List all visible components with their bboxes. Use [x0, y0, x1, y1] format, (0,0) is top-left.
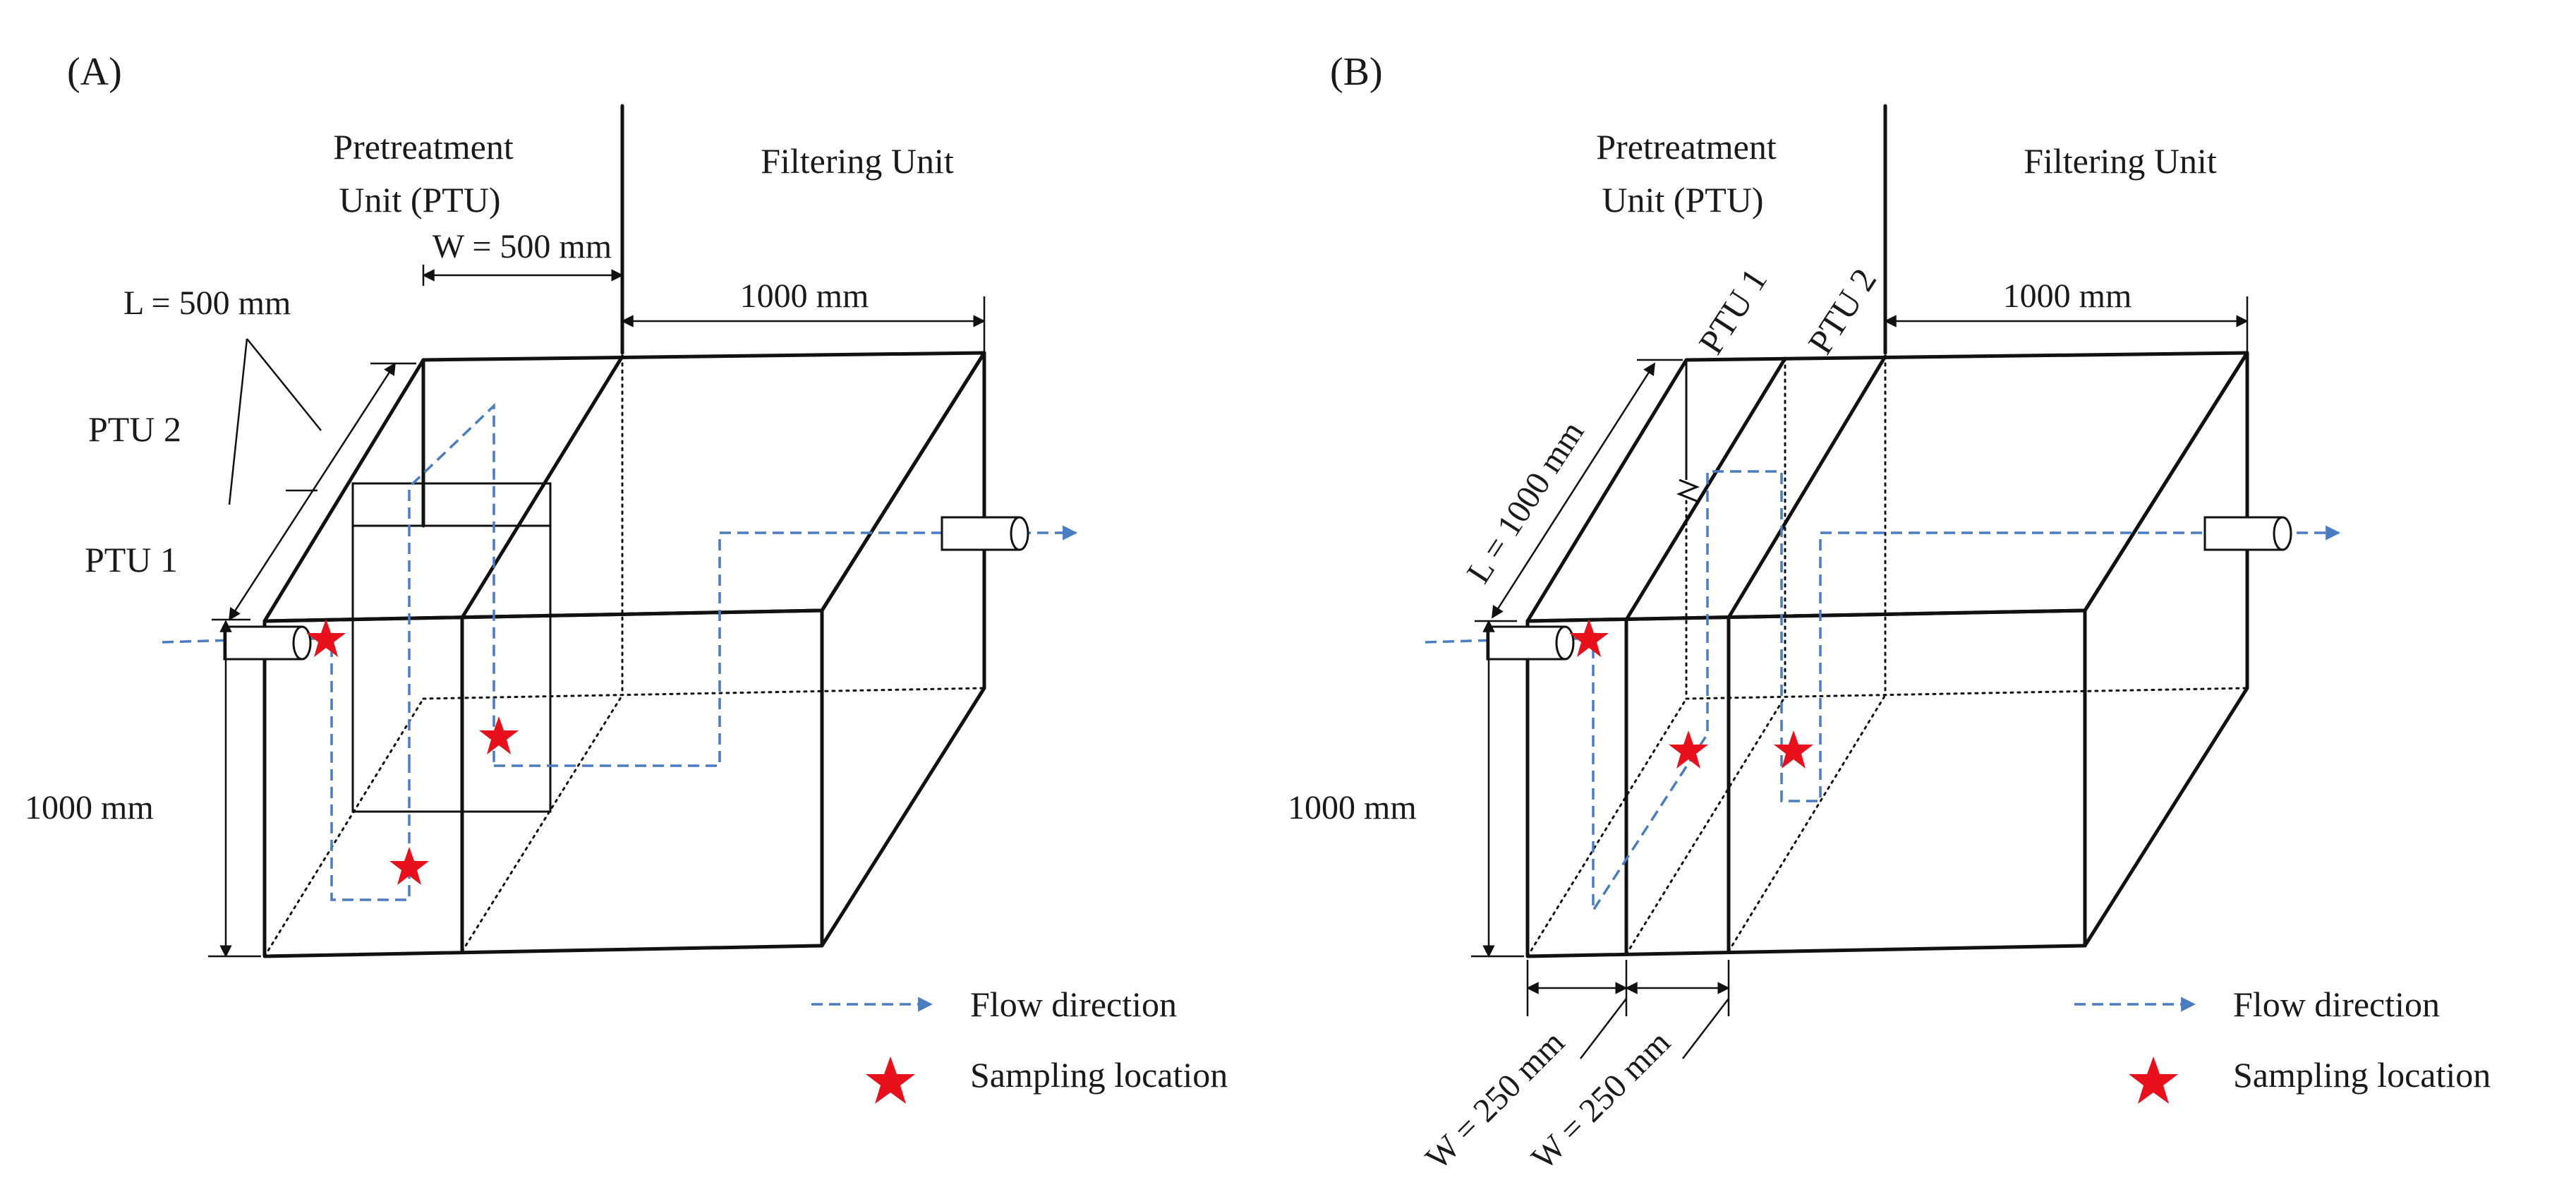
- panel-b-length-label: L = 1000 mm: [1460, 415, 1592, 590]
- panel-a-front-face: [262, 608, 824, 958]
- panel-b-ptu2-partition-top: [1727, 354, 1887, 620]
- panel-b-inlet-pipe: [1486, 625, 1575, 661]
- panel-b-baffle-break: [1676, 478, 1700, 502]
- panel-a-sampling-star-ptu2: [479, 716, 519, 754]
- panel-a-ptu1-label: PTU 1: [85, 540, 178, 579]
- panel-b-hidden-bottom-left: [1526, 697, 1688, 958]
- panel-a-pretreatment-title-line1: Pretreatment: [333, 127, 514, 167]
- panel-b-sampling-star-ptu2: [1774, 730, 1813, 769]
- panel-a-height-label: 1000 mm: [25, 789, 154, 826]
- panel-b-pretreatment-title-line1: Pretreatment: [1596, 127, 1777, 167]
- panel-b-pretreatment-title-line2: Unit (PTU): [1602, 180, 1763, 219]
- panel-b-right-face: [2083, 351, 2249, 948]
- panel-b-filter-width-label: 1000 mm: [2003, 277, 2132, 315]
- panel-a-flow-path-1: [162, 637, 411, 901]
- panel-a-right-face: [820, 351, 986, 948]
- panel-a-outlet-pipe: [941, 516, 1029, 551]
- panel-a-filter-width-label: 1000 mm: [740, 277, 869, 315]
- panel-b-hidden-back-bottom: [1685, 687, 2249, 700]
- panel-b-ptu1-label: PTU 1: [1691, 261, 1774, 361]
- panel-a-length-label: L = 500 mm: [123, 284, 291, 322]
- panel-a-partition-top: [460, 354, 624, 620]
- panel-a-hidden-back-bottom: [422, 687, 986, 700]
- panel-a-partition-bottom: [461, 694, 624, 953]
- panel-a-label: (A): [67, 50, 122, 94]
- panel-b-ptu1-partition-bottom: [1625, 695, 1786, 956]
- panel-b-w2-leader: [1682, 998, 1729, 1059]
- panel-b-ptu2-partition-bottom: [1727, 694, 1887, 953]
- panel-a-baffle-outline: [351, 482, 552, 813]
- panel-a-legend-sampling-label: Sampling location: [970, 1055, 1228, 1095]
- panel-a-length-leader-1: [228, 338, 248, 505]
- panel-a-top-face: [262, 351, 986, 623]
- panel-b-front-face: [1525, 608, 2087, 958]
- panel-a-flow-path-3: [494, 525, 1078, 767]
- panel-a-inlet-pipe: [223, 625, 312, 661]
- panel-a-length-leader-2: [246, 338, 322, 431]
- panel-a-flow-path-2: [408, 402, 495, 766]
- panel-a-sampling-star-ptu1: [389, 847, 429, 885]
- panel-b-legend: Flow direction Sampling location: [2074, 985, 2491, 1104]
- panel-a-width-label: W = 500 mm: [433, 228, 612, 265]
- panel-a-filtering-unit-title: Filtering Unit: [761, 141, 954, 181]
- panel-b-sampling-star-inlet: [1569, 619, 1609, 657]
- panel-a-sampling-star-inlet: [306, 619, 346, 657]
- panel-a: (A) Pretreatment Unit (PTU) Filtering Un…: [25, 50, 1228, 1104]
- panel-a-legend-flow-label: Flow direction: [970, 985, 1177, 1024]
- panel-b-sampling-star-ptu1: [1669, 730, 1708, 769]
- panel-b-ptu2-label: PTU 2: [1800, 261, 1884, 361]
- panel-b-w1-leader: [1580, 998, 1627, 1059]
- panel-b-legend-sampling-label: Sampling location: [2233, 1055, 2491, 1095]
- panel-b-ptu1-partition-top: [1624, 356, 1787, 622]
- panel-a-length-dimension: [228, 362, 397, 621]
- panel-b-length-dimension: [1491, 362, 1656, 619]
- panel-a-legend: Flow direction Sampling location: [811, 985, 1228, 1104]
- panel-a-pretreatment-title-line2: Unit (PTU): [339, 180, 500, 219]
- panel-b-filtering-unit-title: Filtering Unit: [2024, 141, 2217, 181]
- panel-a-legend-star-icon: [866, 1056, 915, 1104]
- panel-b-legend-flow-label: Flow direction: [2233, 985, 2440, 1024]
- panel-b: (B) Pretreatment Unit (PTU) Filtering Un…: [1288, 50, 2491, 1177]
- panel-a-hidden-bottom-left: [263, 697, 425, 958]
- panel-b-outlet-pipe: [2203, 516, 2292, 551]
- panel-b-height-label: 1000 mm: [1288, 789, 1417, 826]
- panel-b-flow-path: [1425, 470, 2341, 915]
- panel-b-legend-star-icon: [2129, 1056, 2178, 1104]
- panel-a-ptu2-label: PTU 2: [88, 409, 181, 449]
- panel-b-label: (B): [1330, 50, 1383, 94]
